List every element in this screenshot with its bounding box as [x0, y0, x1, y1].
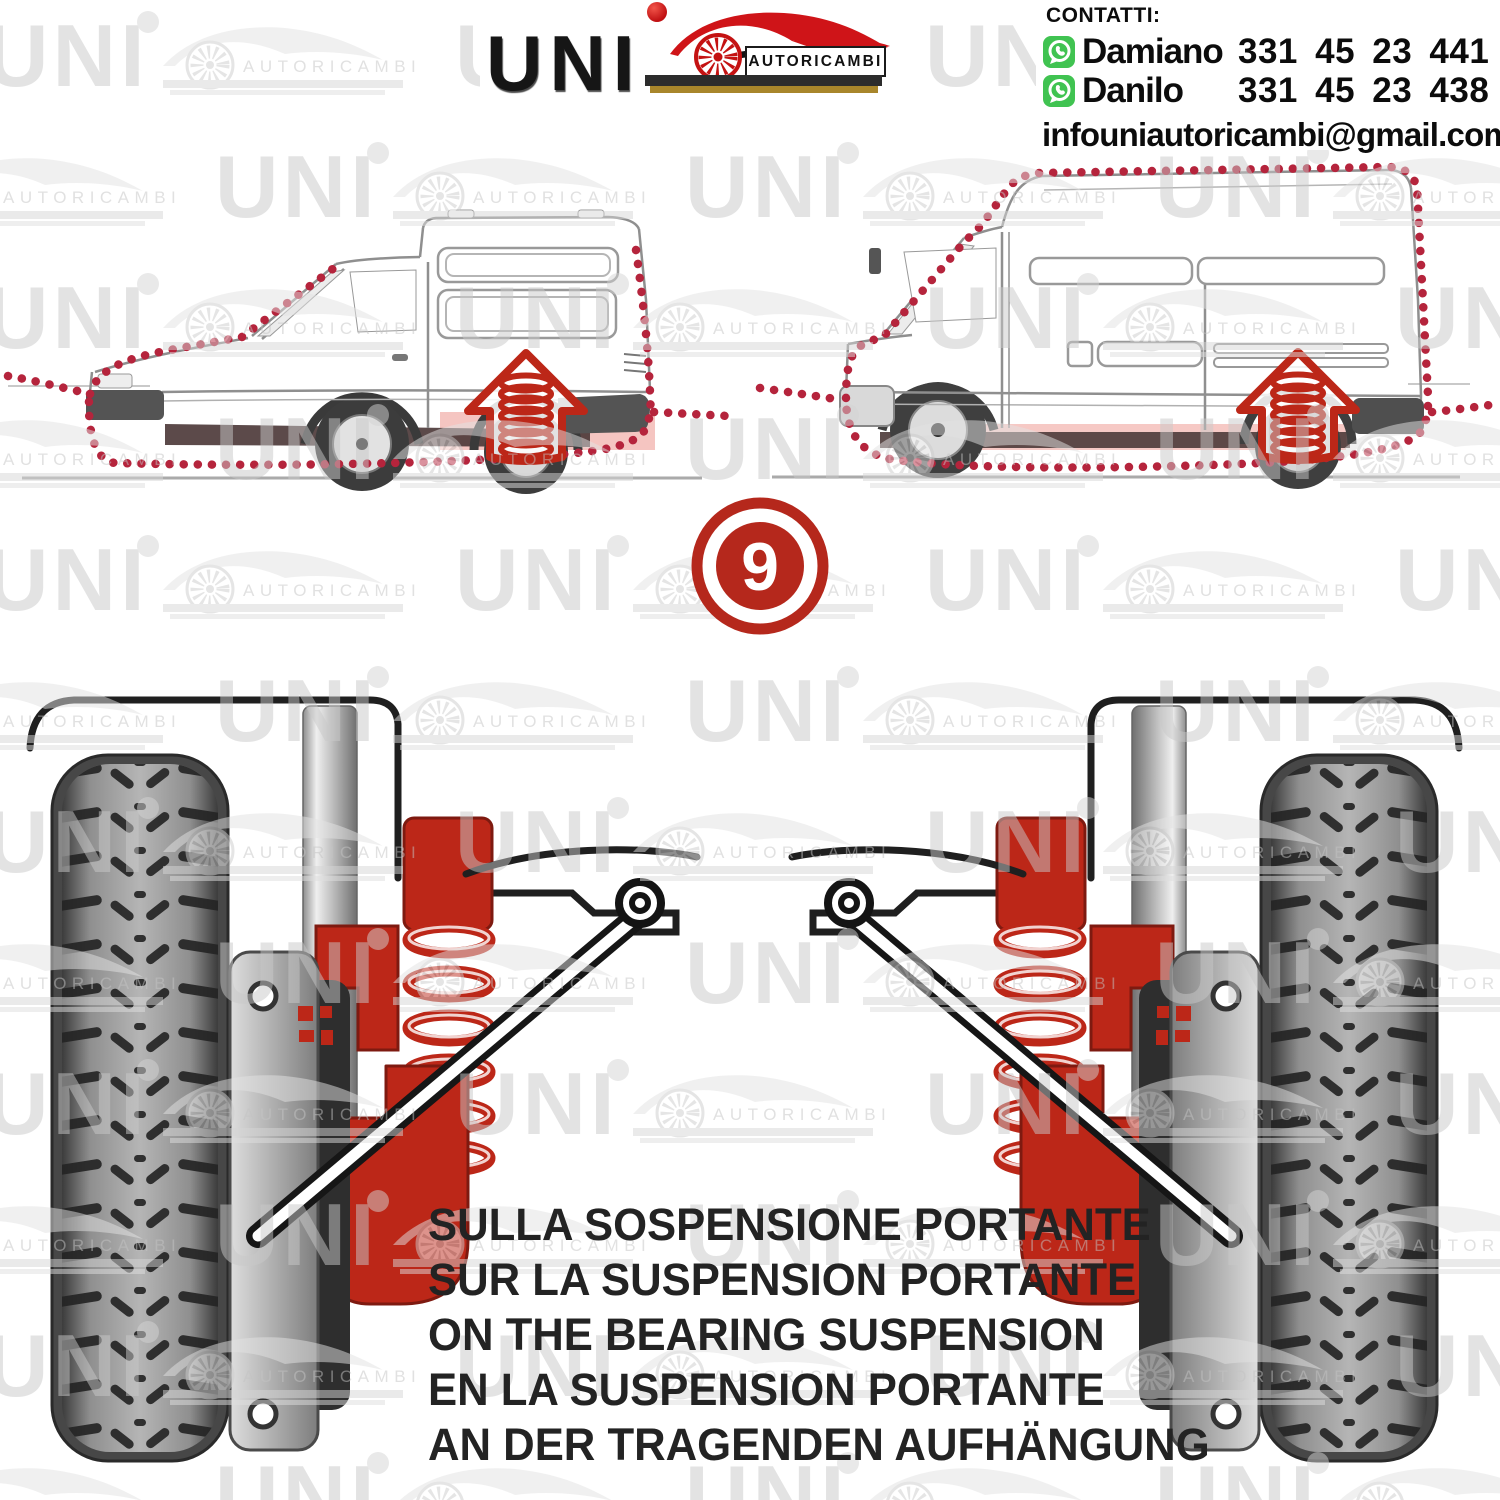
brand-name: UNI	[486, 19, 642, 107]
whatsapp-icon	[1043, 74, 1075, 107]
logo-bar-gold	[650, 86, 878, 93]
lift-arrow-icon	[468, 353, 584, 461]
contact-name: Danilo	[1082, 70, 1184, 110]
contact-phone: 331 45 23 438	[1238, 70, 1490, 110]
contact-row: Damiano 331 45 23 441	[1042, 32, 1500, 71]
caption-line: SULLA SOSPENSIONE PORTANTE	[428, 1199, 1151, 1250]
caption-line: EN LA SUSPENSION PORTANTE	[428, 1364, 1105, 1415]
whatsapp-icon	[1043, 35, 1075, 68]
contact-name: Damiano	[1082, 31, 1224, 71]
brand-wordmark: AUTORICAMBI	[745, 46, 886, 77]
contact-phone: 331 45 23 441	[1238, 31, 1490, 71]
contacts-title: CONTATTI:	[1046, 4, 1161, 27]
caption-line: AN DER TRAGENDEN AUFHÄNGUNG	[428, 1419, 1210, 1470]
right-van-illustration	[755, 162, 1500, 489]
caption-line: SUR LA SUSPENSION PORTANTE	[428, 1254, 1137, 1305]
caption-line: ON THE BEARING SUSPENSION	[428, 1309, 1105, 1360]
brand-logo: UNI AUTORICAMBI	[480, 0, 900, 105]
contact-block: CONTATTI: Damiano 331 45 23 441 Danilo 3…	[1036, 2, 1500, 153]
contact-email: infouniautoricambi@gmail.com	[1042, 116, 1500, 153]
contact-row: Danilo 331 45 23 438	[1042, 71, 1500, 110]
caption-block: SULLA SOSPENSIONE PORTANTE SUR LA SUSPEN…	[428, 1197, 1210, 1472]
left-van-illustration	[3, 209, 733, 494]
step-number: 9	[741, 529, 779, 605]
logo-bar	[645, 75, 882, 86]
lift-arrow-icon	[1240, 352, 1356, 460]
